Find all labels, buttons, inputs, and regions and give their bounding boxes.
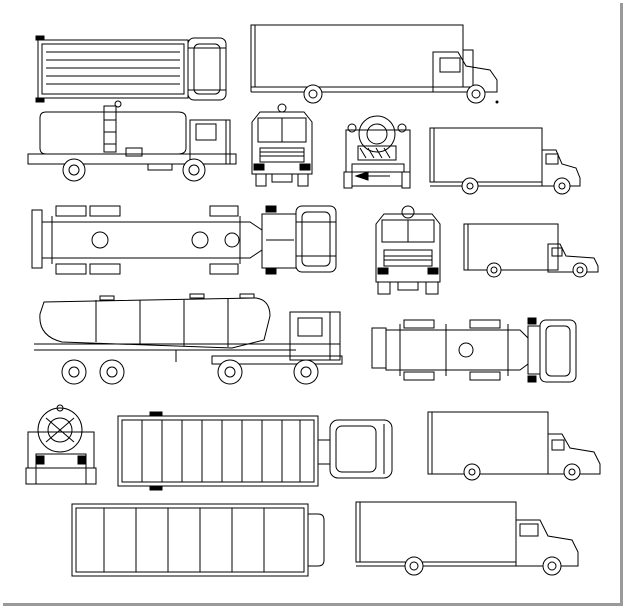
sheet-shadow-right — [620, 3, 623, 603]
box-truck-side-view — [464, 224, 598, 277]
sheet-shadow-bottom — [3, 603, 623, 606]
box-truck-side-view — [430, 128, 580, 194]
bulk-tanker-semi-side-view — [34, 294, 342, 384]
box-truck-side-view — [251, 25, 498, 103]
tanker-trailer-top-view — [32, 206, 336, 274]
truck-front-view — [376, 206, 440, 294]
tanker-truck-rear-view — [344, 116, 410, 188]
container-truck-top-view — [118, 412, 392, 490]
truck-front-view — [252, 104, 312, 186]
tanker-trailer-top-view — [372, 318, 576, 382]
tanker-truck-rear-view — [26, 405, 96, 484]
box-truck-side-view — [356, 502, 578, 575]
flatbed-truck-top-view — [36, 36, 226, 102]
container-truck-top-view — [72, 504, 324, 576]
tanker-truck-side-view — [28, 101, 236, 181]
box-truck-side-view — [428, 412, 600, 480]
